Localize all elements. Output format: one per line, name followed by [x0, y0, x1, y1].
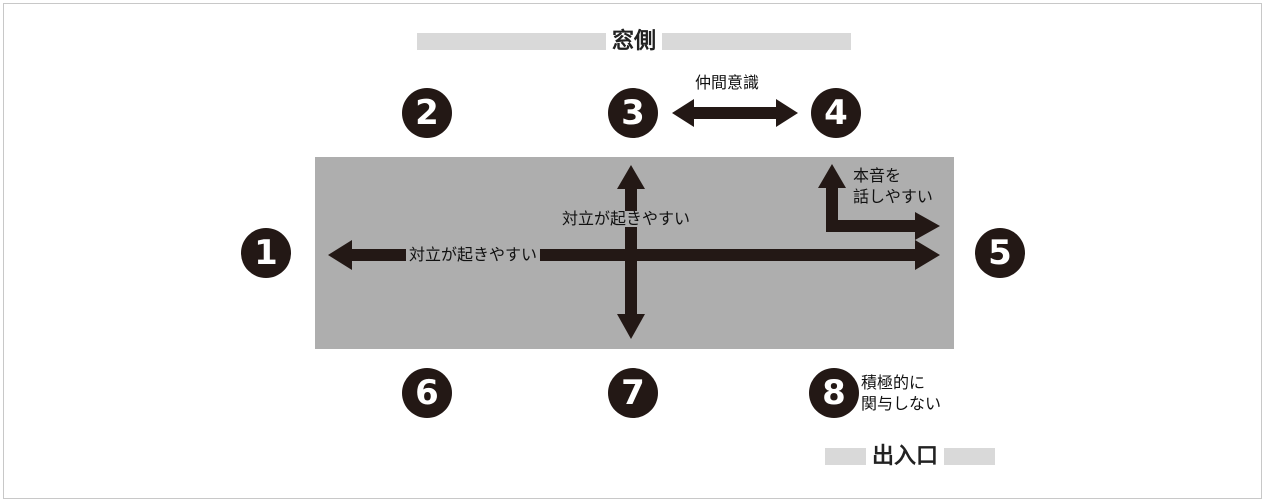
- honest-horizontal-shaft: [826, 220, 918, 232]
- not-involved-label: 積極的に 関与しない: [861, 372, 941, 414]
- conflict-vertical-label: 対立が起きやすい: [559, 211, 694, 227]
- conflict-horizontal-label: 対立が起きやすい: [405, 247, 541, 263]
- fellowship-right-arrowhead: [776, 99, 798, 127]
- honest-talk-line1: 本音を: [853, 166, 902, 185]
- honest-talk-label: 本音を 話しやすい: [853, 165, 933, 207]
- seat-5: 5: [975, 228, 1025, 278]
- fellowship-shaft: [692, 107, 782, 119]
- conflict-vertical-down-arrowhead: [617, 314, 645, 339]
- seat-1: 1: [241, 228, 291, 278]
- conflict-vertical-up-arrowhead: [617, 165, 645, 189]
- seat-3: 3: [608, 88, 658, 138]
- entrance-label: 出入口: [865, 446, 945, 468]
- honest-talk-line2: 話しやすい: [853, 187, 933, 206]
- seat-7: 7: [608, 368, 658, 418]
- conflict-horizontal-right-arrowhead: [915, 240, 940, 270]
- not-involved-line1: 積極的に: [861, 373, 926, 392]
- not-involved-line2: 関与しない: [861, 394, 942, 413]
- honest-up-arrowhead: [818, 164, 846, 188]
- window-side-label: 窓側: [605, 31, 663, 53]
- seat-6: 6: [402, 368, 452, 418]
- conflict-horizontal-left-arrowhead: [328, 240, 352, 270]
- seat-4: 4: [811, 88, 861, 138]
- fellowship-left-arrowhead: [672, 99, 694, 127]
- honest-right-arrowhead: [915, 212, 940, 240]
- seat-2: 2: [402, 88, 452, 138]
- seat-8: 8: [809, 368, 859, 418]
- fellowship-label: 仲間意識: [691, 75, 764, 91]
- conflict-vertical-shaft: [625, 187, 637, 317]
